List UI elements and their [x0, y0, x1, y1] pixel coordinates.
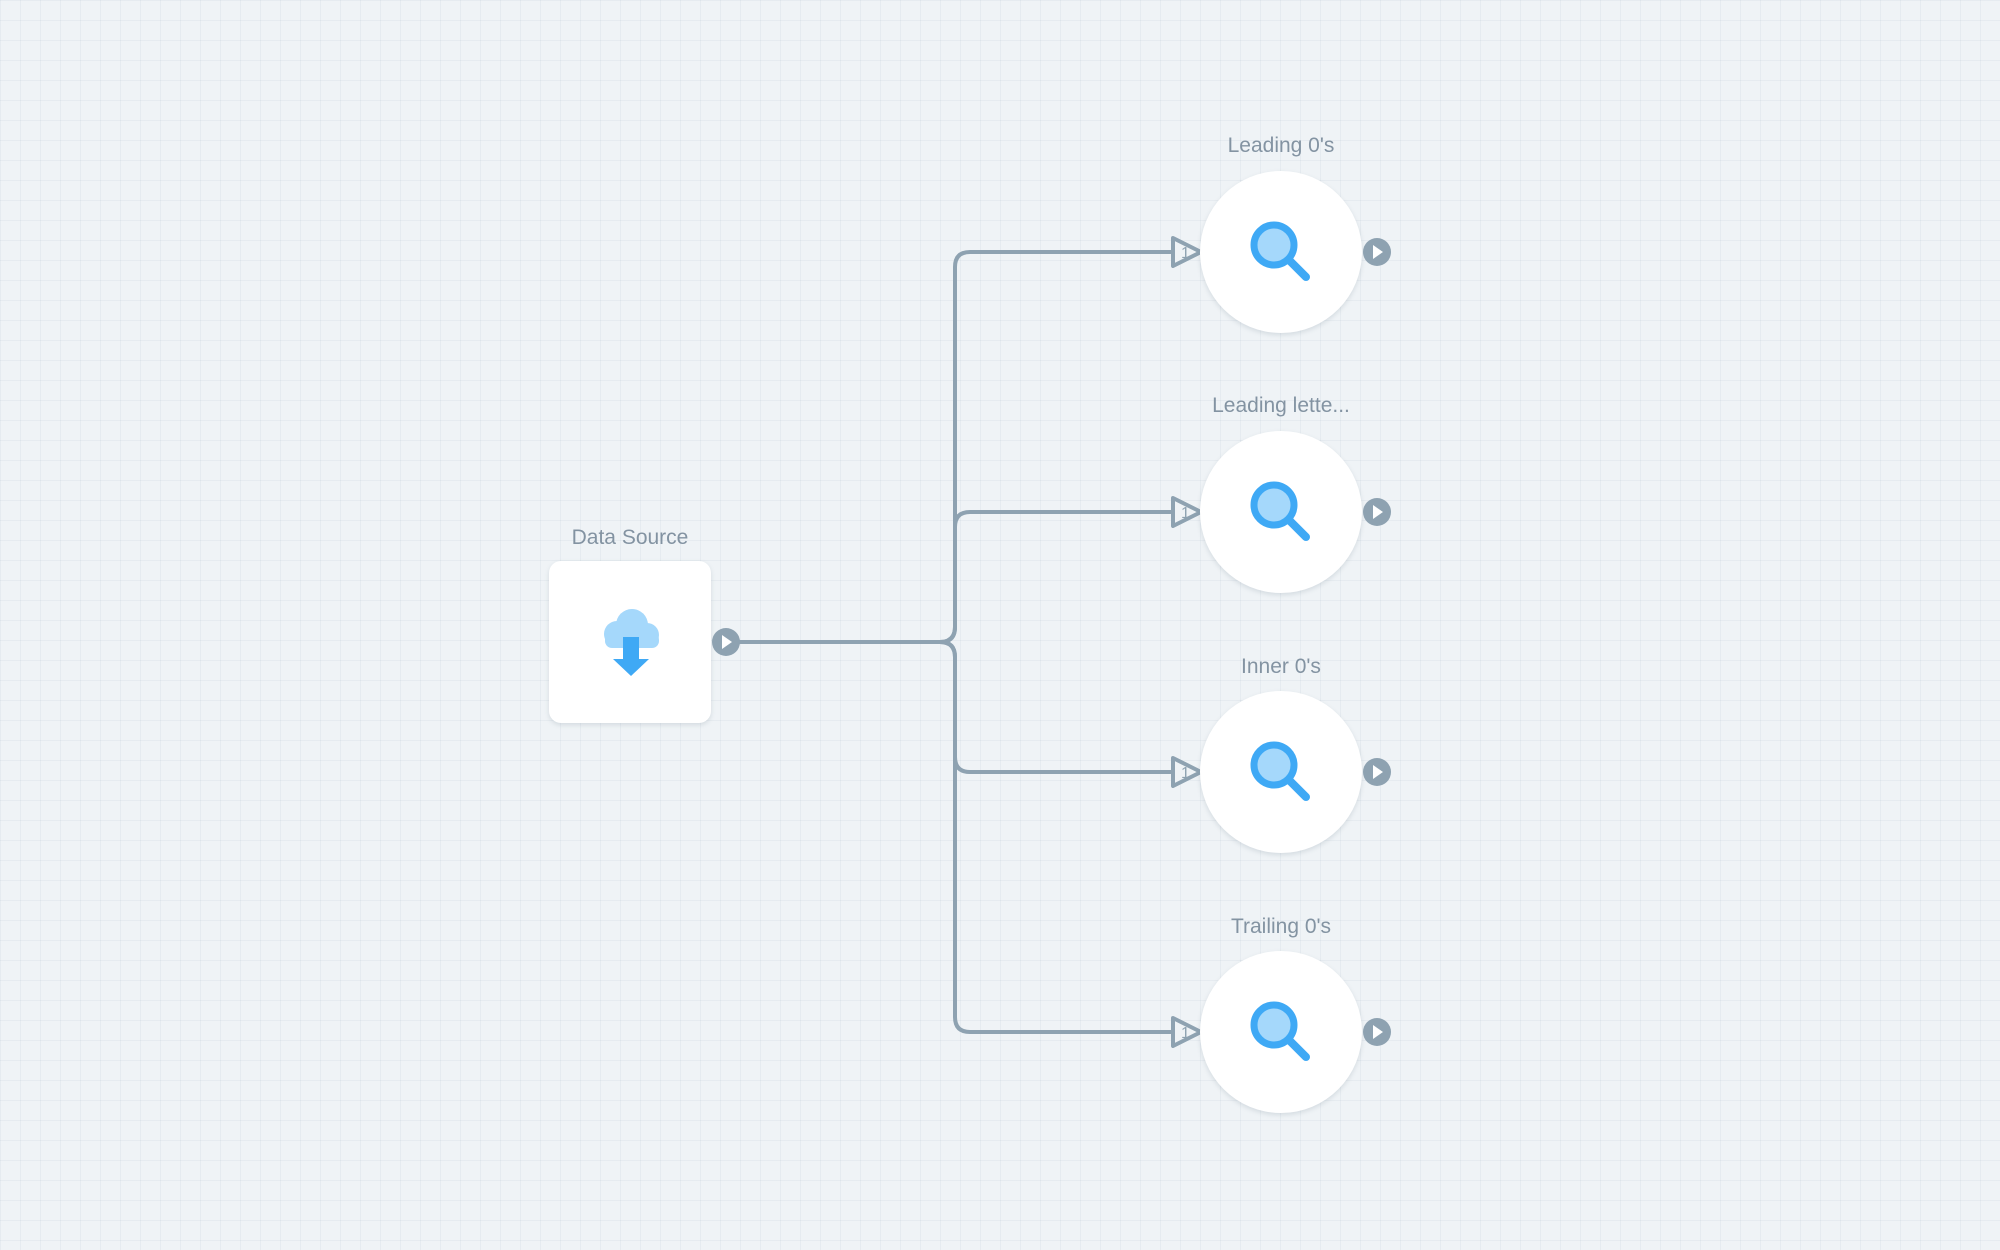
node-label-leading-letters: Leading lette...	[1212, 394, 1350, 417]
input-port-number: 1	[1181, 505, 1190, 522]
search-node-leading-zeros[interactable]	[1200, 171, 1362, 333]
edge-to-trailing-zeros[interactable]	[738, 640, 1177, 1034]
output-port-inner-zeros[interactable]	[1362, 757, 1392, 787]
input-port-number: 1	[1181, 765, 1190, 782]
edge-to-leading-zeros[interactable]	[738, 250, 1177, 644]
edge-to-leading-letters[interactable]	[738, 510, 1177, 644]
search-node-leading-letters[interactable]	[1200, 431, 1362, 593]
input-port-trailing-zeros[interactable]: 1	[1171, 1016, 1203, 1048]
search-node-trailing-zeros[interactable]	[1200, 951, 1362, 1113]
node-label-inner-zeros: Inner 0's	[1241, 655, 1321, 678]
edge-to-inner-zeros[interactable]	[738, 640, 1177, 774]
source-node-label: Data Source	[571, 526, 689, 549]
input-port-leading-zeros[interactable]: 1	[1171, 236, 1203, 268]
source-output-port[interactable]	[711, 627, 741, 657]
output-port-leading-zeros[interactable]	[1362, 237, 1392, 267]
search-icon	[1250, 221, 1310, 281]
cloud-download-icon	[604, 609, 659, 676]
input-port-number: 1	[1181, 1025, 1190, 1042]
output-port-leading-letters[interactable]	[1362, 497, 1392, 527]
input-port-inner-zeros[interactable]: 1	[1171, 756, 1203, 788]
input-port-leading-letters[interactable]: 1	[1171, 496, 1203, 528]
input-port-number: 1	[1181, 245, 1190, 262]
node-label-leading-zeros: Leading 0's	[1227, 134, 1335, 157]
search-icon	[1250, 481, 1310, 541]
search-icon	[1250, 741, 1310, 801]
data-source-node[interactable]	[549, 561, 711, 723]
node-label-trailing-zeros: Trailing 0's	[1230, 915, 1332, 938]
search-icon	[1250, 1001, 1310, 1061]
output-port-trailing-zeros[interactable]	[1362, 1017, 1392, 1047]
search-node-inner-zeros[interactable]	[1200, 691, 1362, 853]
